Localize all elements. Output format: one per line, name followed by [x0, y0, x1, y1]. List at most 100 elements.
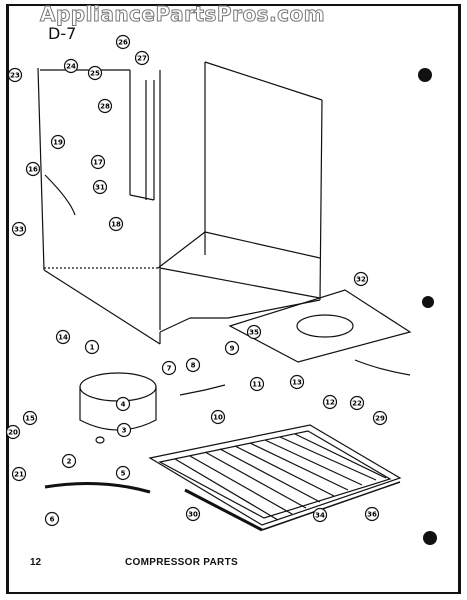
mounting-plate — [228, 289, 412, 363]
callout-circle — [224, 340, 240, 356]
callout-number: 5 — [121, 470, 126, 478]
callout-circle — [185, 357, 201, 373]
callout-circle — [322, 394, 338, 410]
callout-22: 22 — [349, 395, 365, 411]
callout-circle — [364, 506, 380, 522]
callout-circle — [349, 395, 365, 411]
callout-number: 36 — [367, 511, 377, 519]
callout-number: 27 — [137, 55, 147, 63]
callout-5: 5 — [115, 465, 131, 481]
callout-number: 6 — [50, 516, 55, 524]
callout-26: 26 — [115, 34, 131, 50]
callout-circle — [134, 50, 150, 66]
callout-21: 21 — [11, 466, 27, 482]
callout-circle — [11, 221, 27, 237]
callout-4: 4 — [115, 396, 131, 412]
callout-35: 35 — [246, 324, 262, 340]
callout-number: 17 — [93, 159, 103, 167]
callout-number: 25 — [90, 70, 100, 78]
callout-10: 10 — [210, 409, 226, 425]
condenser — [148, 424, 402, 532]
callout-number: 22 — [352, 400, 362, 408]
callout-circle — [61, 453, 77, 469]
callout-circle — [210, 409, 226, 425]
callout-circle — [108, 216, 124, 232]
callout-number: 7 — [167, 365, 172, 373]
callout-circle — [7, 67, 23, 83]
callout-9: 9 — [224, 340, 240, 356]
callout-number: 4 — [121, 401, 126, 409]
diagram-caption: COMPRESSOR PARTS — [125, 557, 238, 568]
callout-number: 23 — [10, 72, 20, 80]
callout-circle — [97, 98, 113, 114]
callout-number: 34 — [315, 512, 325, 520]
callout-number: 18 — [111, 221, 121, 229]
callout-2: 2 — [61, 453, 77, 469]
callout-circle — [116, 422, 132, 438]
callout-number: 11 — [252, 381, 262, 389]
callout-number: 2 — [67, 458, 72, 466]
callout-14: 14 — [55, 329, 71, 345]
callout-6: 6 — [44, 511, 60, 527]
callout-circle — [50, 134, 66, 150]
callout-number: 14 — [58, 334, 68, 342]
callout-number: 24 — [66, 63, 76, 71]
callout-circle — [185, 506, 201, 522]
callout-circle — [25, 161, 41, 177]
callout-12: 12 — [322, 394, 338, 410]
callout-number: 31 — [95, 184, 105, 192]
callout-circle — [63, 58, 79, 74]
callout-number: 13 — [292, 379, 302, 387]
callout-number: 20 — [8, 429, 18, 437]
callout-number: 1 — [90, 344, 95, 352]
callout-number: 28 — [100, 103, 110, 111]
callout-circle — [249, 376, 265, 392]
callout-25: 25 — [87, 65, 103, 81]
callout-30: 30 — [185, 506, 201, 522]
callout-29: 29 — [372, 410, 388, 426]
callout-16: 16 — [25, 161, 41, 177]
page-number: 12 — [30, 557, 42, 568]
callout-circle — [5, 424, 21, 440]
callout-circle — [90, 154, 106, 170]
callout-circle — [372, 410, 388, 426]
callout-number: 10 — [213, 414, 223, 422]
callout-number: 33 — [14, 226, 24, 234]
callout-number: 8 — [191, 362, 196, 370]
callout-circle — [246, 324, 262, 340]
callout-number: 3 — [122, 427, 127, 435]
callout-17: 17 — [90, 154, 106, 170]
callout-8: 8 — [185, 357, 201, 373]
callout-circle — [115, 465, 131, 481]
callout-circle — [115, 34, 131, 50]
callout-28: 28 — [97, 98, 113, 114]
callout-number: 12 — [325, 399, 335, 407]
callout-number: 35 — [249, 329, 259, 337]
watermark: AppliancePartsPros.com — [39, 2, 326, 27]
callout-13: 13 — [289, 374, 305, 390]
callout-24: 24 — [63, 58, 79, 74]
callout-32: 32 — [353, 271, 369, 287]
callout-circle — [55, 329, 71, 345]
callout-number: 16 — [28, 166, 38, 174]
callout-number: 9 — [230, 345, 235, 353]
callout-3: 3 — [116, 422, 132, 438]
callout-circle — [44, 511, 60, 527]
callout-7: 7 — [161, 360, 177, 376]
page-border — [6, 4, 461, 594]
callout-23: 23 — [7, 67, 23, 83]
cabinet — [37, 61, 323, 345]
callout-circle — [92, 179, 108, 195]
callout-18: 18 — [108, 216, 124, 232]
callout-number: 26 — [118, 39, 128, 47]
callout-number: 19 — [53, 139, 63, 147]
callout-circle — [353, 271, 369, 287]
callout-36: 36 — [364, 506, 380, 522]
callout-33: 33 — [11, 221, 27, 237]
callout-circle — [87, 65, 103, 81]
callout-1: 1 — [84, 339, 100, 355]
callout-11: 11 — [249, 376, 265, 392]
callout-number: 29 — [375, 415, 385, 423]
